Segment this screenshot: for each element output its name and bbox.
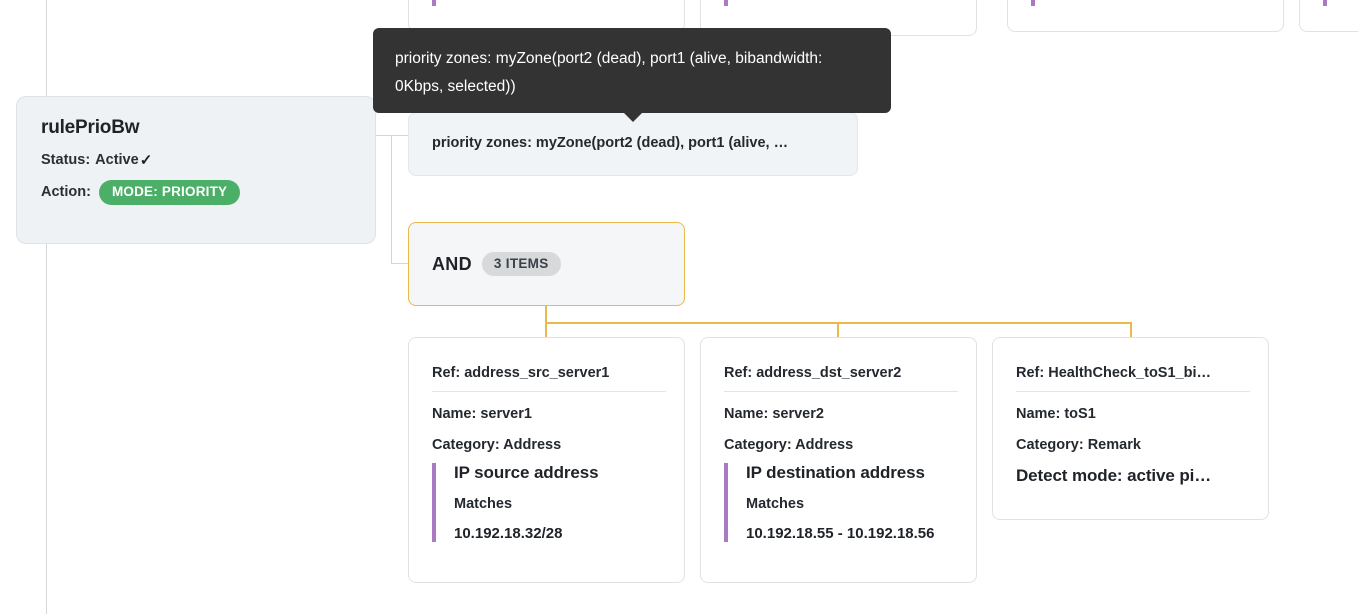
rule-card-ruleprioBw[interactable]: rulePrioBw Status: Active ✓ Action: MODE… <box>16 96 376 244</box>
divider <box>1016 391 1250 392</box>
tooltip-arrow-icon <box>624 113 642 122</box>
leaf-detail-value: 10.192.18.55 - 10.192.18.56 <box>746 525 935 542</box>
leaf-detail-sub: Matches <box>454 496 513 512</box>
leaf-name: Name: server1 <box>432 406 532 422</box>
connector-to-priority-zones <box>391 135 409 136</box>
leaf-card-healthcheck-tos1[interactable]: Ref: HealthCheck_toS1_bi… Name: toS1 Cat… <box>992 337 1269 520</box>
accent-bar-icon <box>724 0 728 6</box>
leaf-ref: Ref: address_dst_server2 <box>724 365 902 381</box>
status-badge-mode-priority[interactable]: MODE: PRIORITY <box>98 180 241 205</box>
rule-status-label: Status: <box>41 152 91 168</box>
canvas-guide-line <box>46 0 47 614</box>
rule-status-value: Active <box>95 152 139 168</box>
leaf-detail-block: IP source address Matches 10.192.18.32/2… <box>432 463 670 542</box>
rule-action-row: Action: MODE: PRIORITY <box>41 180 351 205</box>
connector-rule-trunk <box>391 135 392 264</box>
leaf-detail-title: IP destination address <box>746 463 925 482</box>
connector-leaf-drop-3 <box>1130 322 1132 338</box>
connector-rule-out <box>376 135 392 136</box>
leaf-detail-block: Detect mode: active pi… <box>1016 466 1254 486</box>
leaf-detail-block: IP destination address Matches 10.192.18… <box>724 463 962 542</box>
top-partial-card-1[interactable] <box>408 0 685 32</box>
leaf-category: Category: Address <box>432 437 562 453</box>
connector-leaf-drop-2 <box>837 322 839 338</box>
rule-title: rulePrioBw <box>41 117 140 138</box>
leaf-name: Name: server2 <box>724 406 824 422</box>
leaf-name: Name: toS1 <box>1016 406 1096 422</box>
leaf-card-address-src-server1[interactable]: Ref: address_src_server1 Name: server1 C… <box>408 337 685 583</box>
operator-items-badge[interactable]: 3 ITEMS <box>481 251 561 277</box>
connector-leaf-drop-1 <box>545 322 547 338</box>
top-partial-card-4[interactable] <box>1299 0 1358 32</box>
leaf-category: Category: Remark <box>1016 437 1141 453</box>
leaf-ref: Ref: address_src_server1 <box>432 365 610 381</box>
leaf-detail-title: Detect mode: active pi… <box>1016 466 1212 485</box>
rule-action-label: Action: <box>41 184 91 201</box>
operator-node-and[interactable]: AND 3 ITEMS <box>408 222 685 306</box>
rule-status-row: Status: Active ✓ <box>41 151 351 169</box>
divider <box>432 391 666 392</box>
leaf-detail-title: IP source address <box>454 463 599 482</box>
connector-and-trunk <box>545 305 547 324</box>
check-icon: ✓ <box>139 152 153 169</box>
top-partial-card-3[interactable] <box>1007 0 1284 32</box>
accent-bar-icon <box>1323 0 1327 6</box>
leaf-category: Category: Address <box>724 437 854 453</box>
operator-label: AND <box>432 253 472 274</box>
operator-node-content: AND 3 ITEMS <box>432 223 561 305</box>
leaf-card-address-dst-server2[interactable]: Ref: address_dst_server2 Name: server2 C… <box>700 337 977 583</box>
divider <box>724 391 958 392</box>
tooltip-priority-zones: priority zones: myZone(port2 (dead), por… <box>373 28 891 113</box>
leaf-detail-sub: Matches <box>746 496 805 512</box>
leaf-detail-value: 10.192.18.32/28 <box>454 525 563 542</box>
tooltip-text: priority zones: myZone(port2 (dead), por… <box>395 50 823 96</box>
priority-zones-text: priority zones: myZone(port2 (dead), por… <box>432 135 789 151</box>
accent-bar-icon <box>432 0 436 6</box>
accent-bar-icon <box>1031 0 1035 6</box>
connector-to-and-node <box>391 263 409 264</box>
leaf-ref: Ref: HealthCheck_toS1_bi… <box>1016 365 1211 381</box>
